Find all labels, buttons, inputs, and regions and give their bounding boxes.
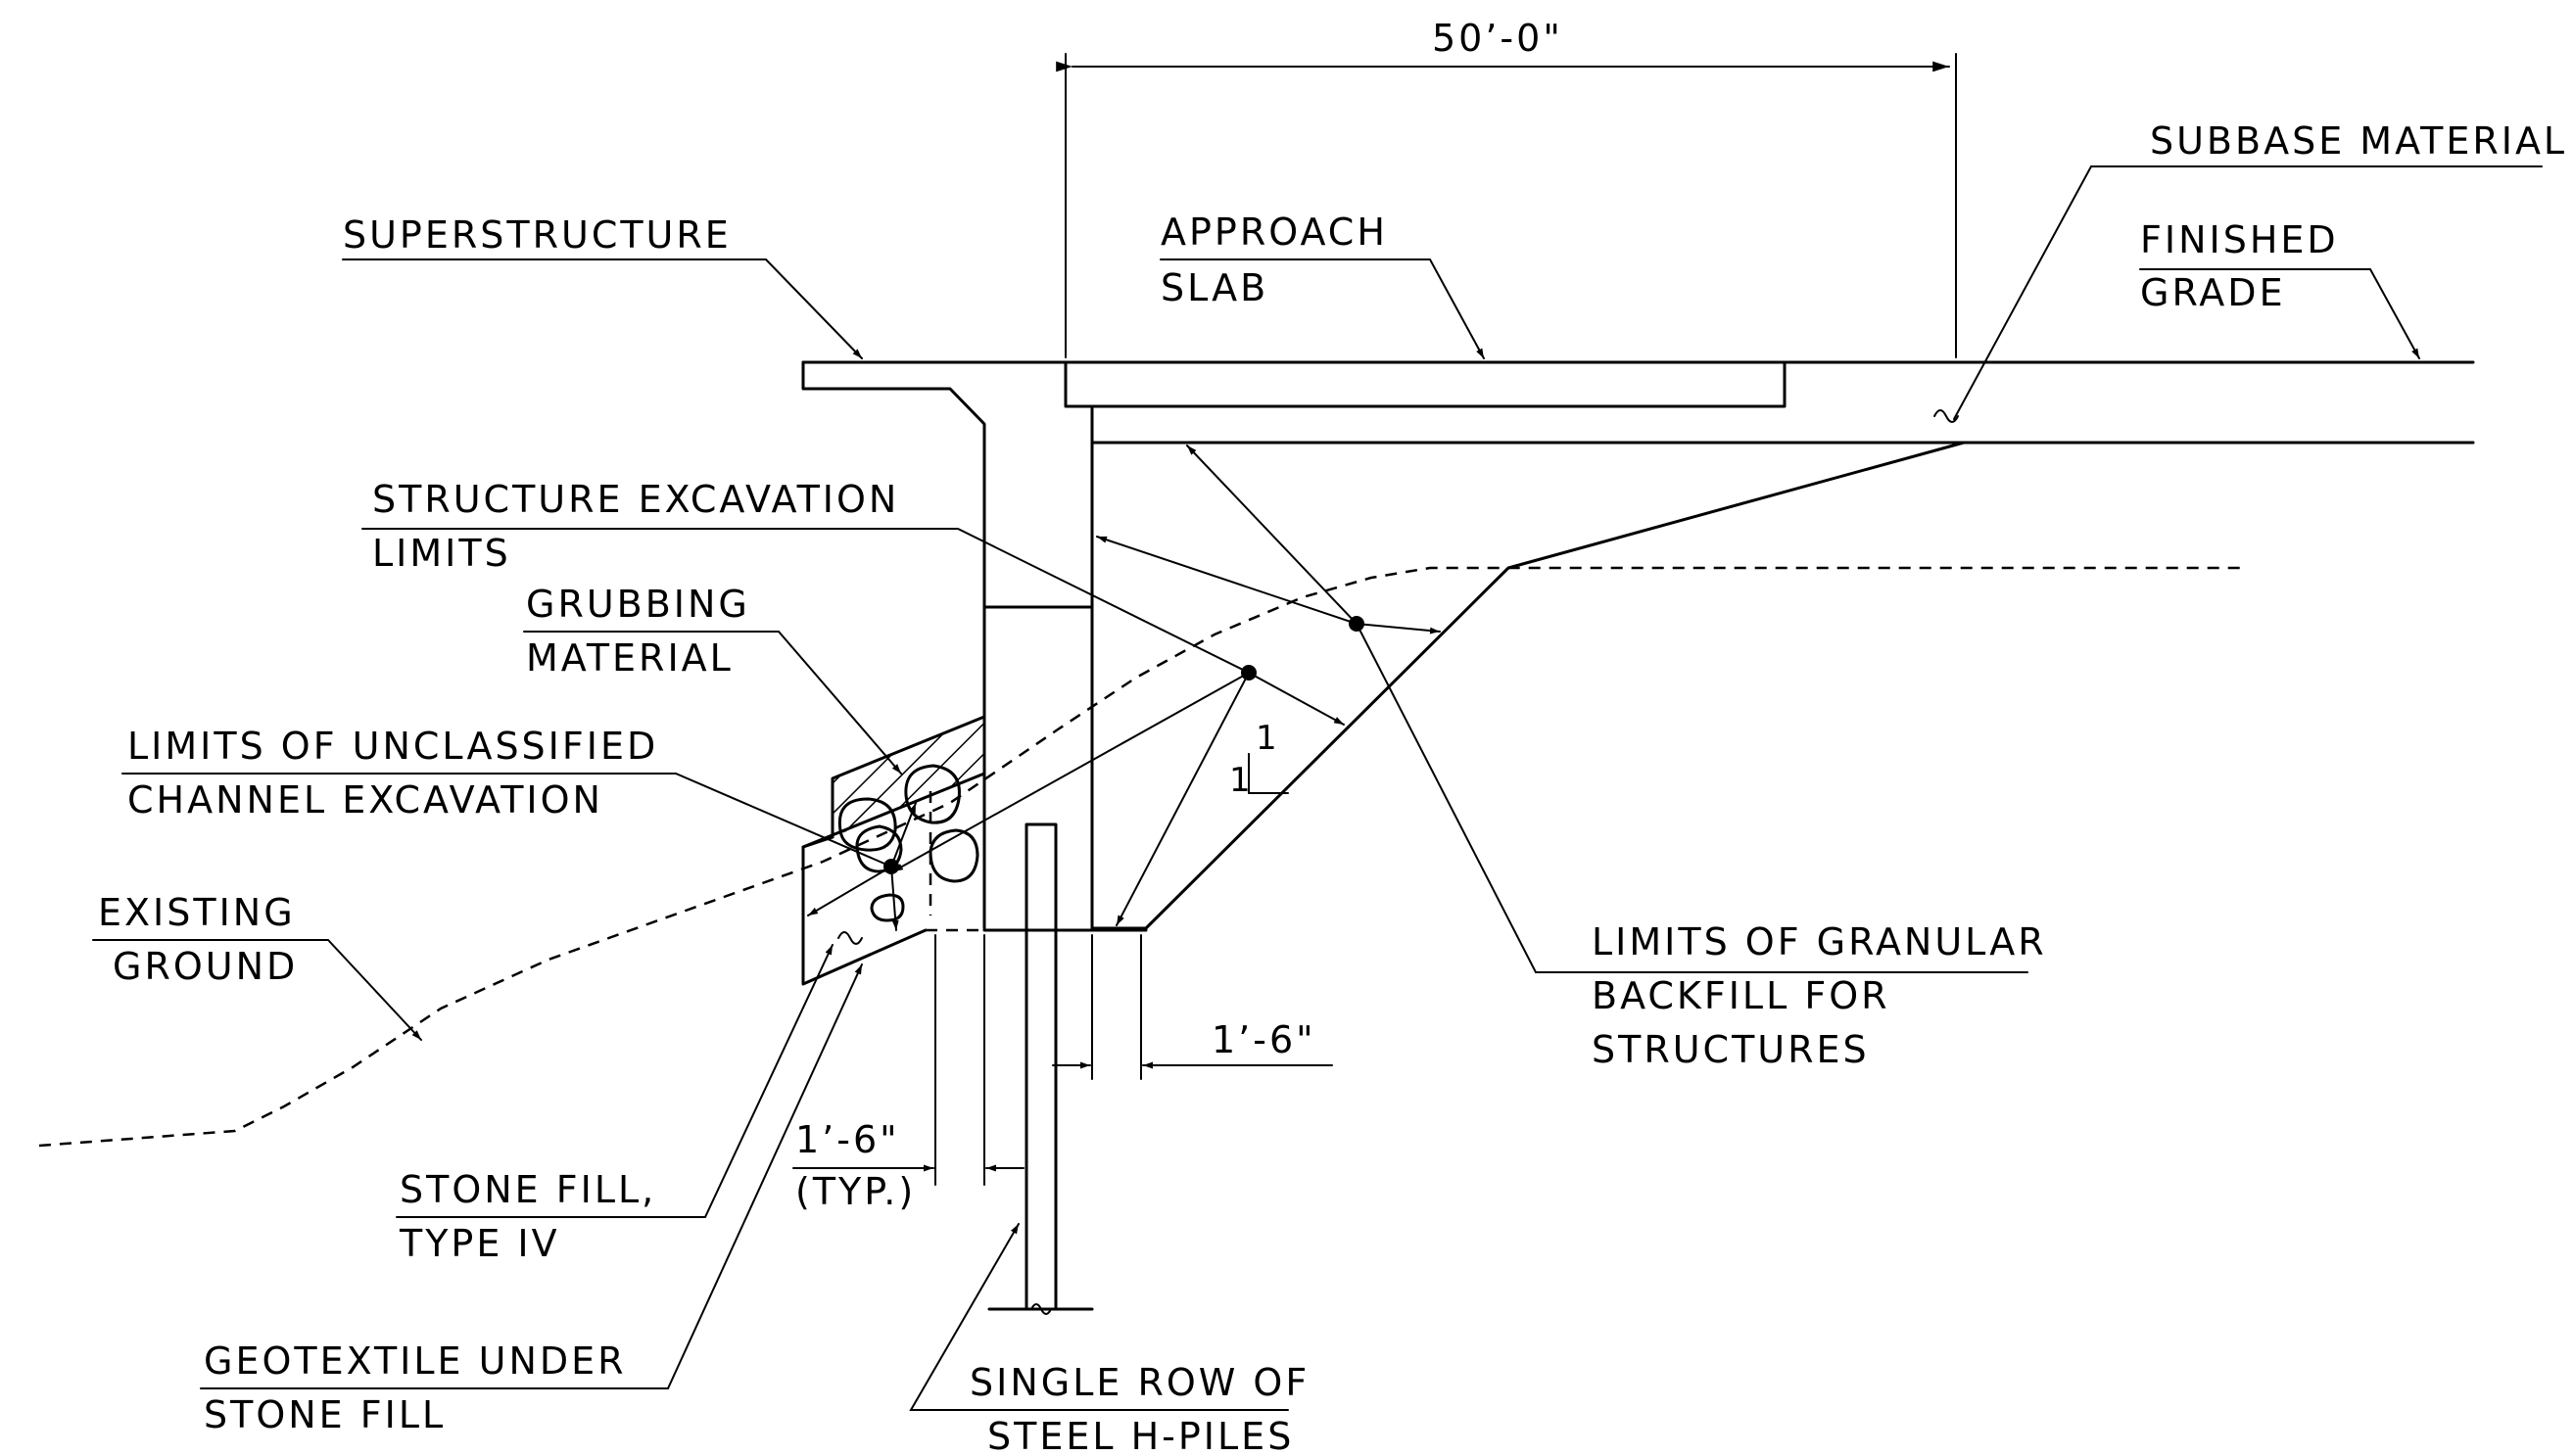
steel-h-pile bbox=[1025, 822, 1058, 1311]
superstructure-deck bbox=[801, 360, 986, 930]
stone-rock-1 bbox=[837, 797, 897, 852]
pile-break-mark bbox=[1030, 1303, 1052, 1315]
excavation-arrow-1 bbox=[1116, 672, 1250, 926]
stone-fill-area bbox=[801, 715, 986, 986]
granular-arrow-1 bbox=[1096, 536, 1358, 625]
granular-backfill-limit bbox=[1090, 441, 1966, 930]
unclassified-arrow-3 bbox=[807, 866, 892, 916]
stone-fill-leader bbox=[396, 944, 834, 1218]
granular-arrow-2 bbox=[1356, 623, 1441, 634]
stone-fill-label-1: STONE FILL, bbox=[400, 1168, 656, 1211]
geotextile-label-2: STONE FILL bbox=[204, 1393, 446, 1436]
dim-top-label: 50’-0" bbox=[1432, 17, 1563, 60]
approach-leader bbox=[1160, 258, 1485, 359]
finished-grade-leader bbox=[2139, 268, 2420, 359]
granular-label-1: LIMITS OF GRANULAR bbox=[1592, 920, 2047, 963]
dim-left-label-2: (TYP.) bbox=[795, 1170, 916, 1213]
granular-arrow-3 bbox=[1186, 445, 1358, 625]
excavation-arrow-3 bbox=[892, 672, 1250, 872]
dim-left-label-1: 1’-6" bbox=[795, 1118, 900, 1161]
unclassified-label-1: LIMITS OF UNCLASSIFIED bbox=[127, 725, 658, 768]
stone-rock-4 bbox=[855, 824, 903, 873]
stone-rock-2 bbox=[904, 764, 961, 824]
slope-number-2: 1 bbox=[1229, 761, 1254, 800]
grubbing-bottom bbox=[801, 772, 986, 849]
existing-ground-label-1: EXISTING bbox=[98, 891, 296, 934]
geotextile-label-1: GEOTEXTILE UNDER bbox=[204, 1339, 627, 1383]
excavation-arrow-2 bbox=[1248, 672, 1345, 726]
grubbing-label-2: MATERIAL bbox=[526, 636, 734, 680]
grubbing-label-1: GRUBBING bbox=[526, 583, 750, 626]
stone-fill-outline bbox=[831, 715, 986, 839]
geotextile-break bbox=[837, 931, 863, 945]
subbase-break bbox=[1933, 409, 1959, 423]
slope-number-1: 1 bbox=[1256, 719, 1280, 758]
stone-fill-label-2: TYPE IV bbox=[399, 1222, 560, 1265]
approach-label-2: SLAB bbox=[1161, 266, 1268, 309]
existing-ground-leader bbox=[92, 939, 422, 1041]
approach-slab bbox=[1064, 360, 1787, 408]
subbase-label: SUBBASE MATERIAL bbox=[2150, 119, 2567, 163]
dim-right-label: 1’-6" bbox=[1212, 1018, 1316, 1061]
stone-rock-5 bbox=[870, 893, 905, 922]
finished-grade-label-1: FINISHED bbox=[2140, 218, 2339, 261]
slope-symbol bbox=[1248, 753, 1289, 794]
subbase-leader bbox=[1953, 165, 2543, 420]
structure-excavation-leader bbox=[361, 528, 1250, 674]
finished-grade-label-2: GRADE bbox=[2140, 271, 2286, 314]
geotextile-leader bbox=[200, 963, 863, 1389]
granular-leader bbox=[1356, 623, 2028, 973]
existing-ground-line bbox=[38, 566, 2243, 1148]
structure bbox=[801, 360, 2475, 1315]
stone-fill-left-edge bbox=[801, 835, 928, 986]
unclassified-arrow-2 bbox=[890, 802, 917, 868]
superstructure-leader bbox=[342, 258, 863, 359]
stone-rock-3 bbox=[929, 828, 979, 883]
unclassified-label-2: CHANNEL EXCAVATION bbox=[127, 778, 603, 822]
superstructure-label: SUPERSTRUCTURE bbox=[343, 213, 732, 257]
granular-label-3: STRUCTURES bbox=[1592, 1028, 1870, 1071]
piles-label-2: STEEL H-PILES bbox=[987, 1415, 1294, 1456]
labels: 50’-0" SUBBASE MATERIAL SUPERSTRUCTURE A… bbox=[98, 17, 2567, 1456]
structure-excavation-label-2: LIMITS bbox=[372, 532, 511, 575]
unclassified-leader bbox=[121, 773, 892, 868]
existing-ground-label-2: GROUND bbox=[113, 945, 298, 988]
approach-label-1: APPROACH bbox=[1161, 211, 1388, 254]
structure-excavation-label-1: STRUCTURE EXCAVATION bbox=[372, 478, 899, 521]
unclassified-arrow-1 bbox=[890, 866, 899, 931]
grubbing-leader bbox=[523, 631, 902, 775]
granular-label-2: BACKFILL FOR bbox=[1592, 974, 1890, 1017]
piles-label-1: SINGLE ROW OF bbox=[970, 1361, 1310, 1404]
leaders bbox=[92, 53, 2543, 1411]
piles-leader bbox=[909, 1223, 1289, 1411]
